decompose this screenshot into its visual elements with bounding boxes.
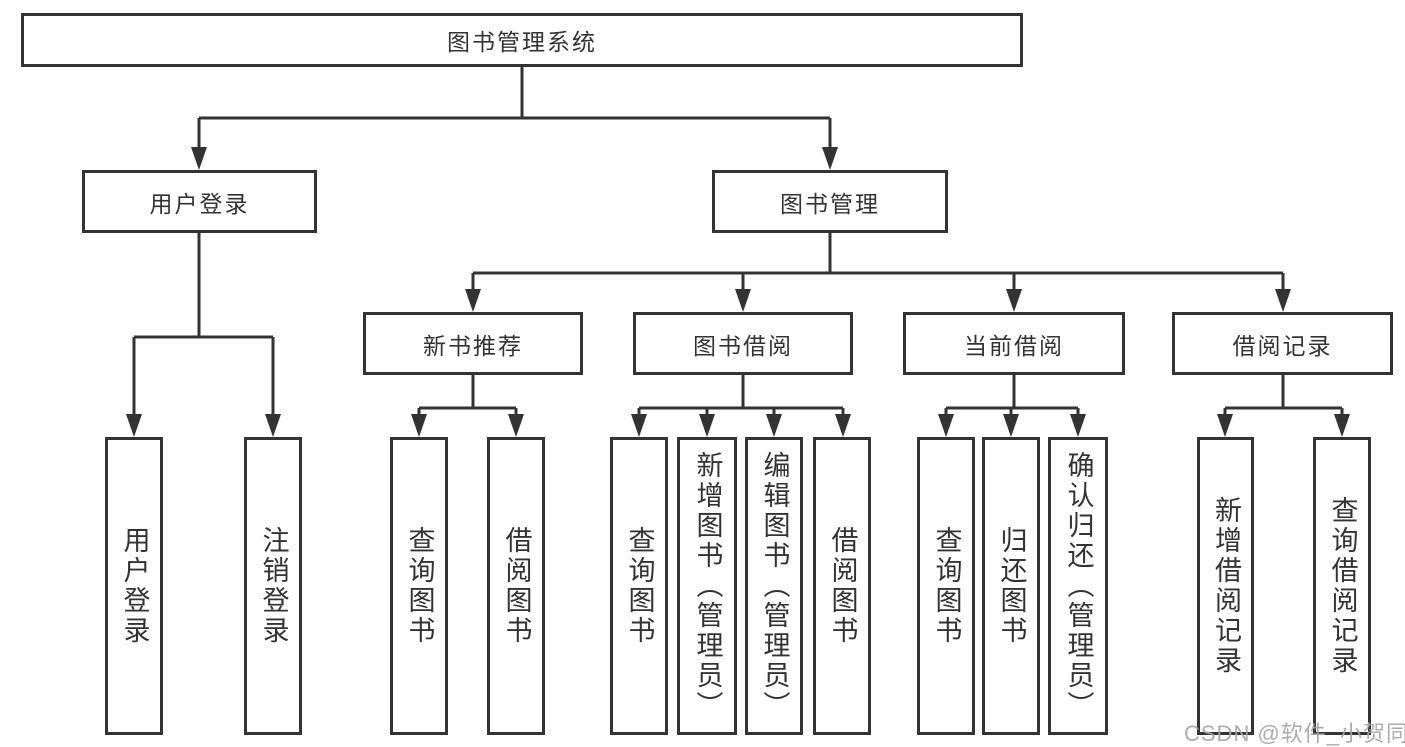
leaf-bb-edit-book-admin: 编辑图书（管理员）: [745, 437, 803, 735]
leaf-cb-return-book: 归还图书: [982, 437, 1040, 735]
node-book-borrow-label: 图书借阅: [693, 332, 793, 359]
node-borrow-records-label: 借阅记录: [1232, 332, 1333, 359]
leaf-br-query-record-label: 查询借阅记录: [1327, 496, 1358, 676]
leaf-bb-query-book-label: 查询图书: [624, 526, 655, 646]
node-root-label: 图书管理系统: [447, 29, 597, 55]
node-user-login-label: 用户登录: [149, 190, 250, 217]
leaf-bb-borrow-book: 借阅图书: [813, 437, 871, 735]
leaf-bb-edit-book-admin-label: 编辑图书（管理员）: [759, 451, 790, 721]
node-current-borrow: 当前借阅: [903, 312, 1125, 375]
leaf-nbr-query-book-label: 查询图书: [404, 526, 435, 646]
leaf-user-login: 用户登录: [105, 437, 163, 735]
leaf-bb-borrow-book-label: 借阅图书: [827, 526, 858, 646]
leaf-logout: 注销登录: [244, 437, 302, 735]
leaf-bb-add-book-admin-label: 新增图书（管理员）: [692, 451, 723, 721]
leaf-nbr-borrow-book: 借阅图书: [487, 437, 545, 735]
node-book-mgmt-label: 图书管理: [780, 190, 880, 217]
leaf-cb-query-book-label: 查询图书: [931, 526, 962, 646]
leaf-cb-query-book: 查询图书: [917, 437, 975, 735]
leaf-logout-label: 注销登录: [258, 526, 289, 646]
leaf-cb-return-book-label: 归还图书: [996, 526, 1027, 646]
leaf-bb-query-book: 查询图书: [610, 437, 668, 735]
node-book-mgmt: 图书管理: [712, 170, 948, 233]
leaf-user-login-label: 用户登录: [119, 526, 150, 646]
node-borrow-records: 借阅记录: [1172, 312, 1393, 375]
node-new-book-rec: 新书推荐: [363, 312, 583, 375]
leaf-nbr-borrow-book-label: 借阅图书: [501, 526, 532, 646]
leaf-cb-confirm-return-admin-label: 确认归还（管理员）: [1063, 451, 1094, 721]
leaf-br-add-record-label: 新增借阅记录: [1211, 496, 1241, 676]
leaf-br-add-record: 新增借阅记录: [1197, 437, 1254, 735]
node-new-book-rec-label: 新书推荐: [423, 332, 523, 359]
leaf-nbr-query-book: 查询图书: [390, 437, 448, 735]
leaf-cb-confirm-return-admin: 确认归还（管理员）: [1048, 437, 1108, 735]
node-user-login: 用户登录: [82, 170, 317, 233]
leaf-bb-add-book-admin: 新增图书（管理员）: [677, 437, 737, 735]
node-current-borrow-label: 当前借阅: [964, 332, 1064, 359]
csdn-watermark: CSDN @软件_小贺同学: [1184, 721, 1405, 746]
leaf-br-query-record: 查询借阅记录: [1313, 437, 1371, 735]
node-root: 图书管理系统: [21, 13, 1023, 67]
node-book-borrow: 图书借阅: [633, 312, 853, 375]
